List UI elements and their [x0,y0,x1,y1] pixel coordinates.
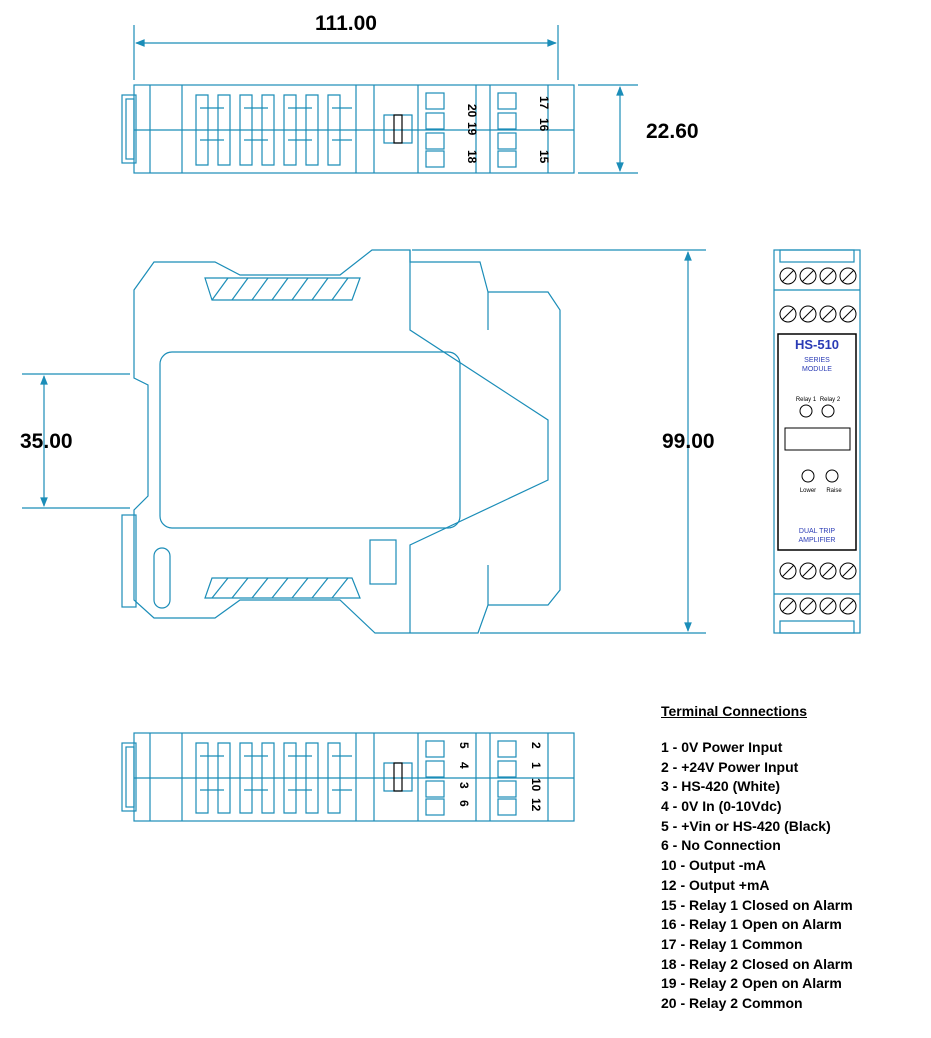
front-screw-row-bottom-2 [779,597,857,615]
terminal-label: 6 [457,800,471,807]
terminal-label: 4 [457,762,471,769]
dimension-depth: 22.60 [578,84,699,174]
terminal-connections-list: Terminal Connections 1 - 0V Power Input … [661,703,853,1014]
front-product-line2: AMPLIFIER [799,537,836,544]
side-view-hatch-top [204,277,361,301]
dimension-rail-label: 35.00 [20,430,73,453]
front-series-line2: MODULE [802,366,832,373]
terminal-label: 17 [537,96,551,110]
terminal-connection-item: 16 - Relay 1 Open on Alarm [661,916,842,933]
dimension-height: 99.00 [412,249,715,634]
dimension-width-label: 111.00 [315,12,377,35]
bottom-view-ribs [195,742,352,814]
front-raise-label: Raise [826,488,842,494]
terminal-connection-item: 2 - +24V Power Input [661,758,799,775]
terminal-label: 18 [465,150,479,164]
terminal-connection-item: 17 - Relay 1 Common [661,935,803,952]
lower-button [801,469,815,483]
raise-button [825,469,839,483]
front-screw-row-top-1 [779,267,857,285]
terminal-connection-item: 5 - +Vin or HS-420 (Black) [661,817,831,834]
terminal-label: 20 [465,104,479,118]
terminal-connection-item: 4 - 0V In (0-10Vdc) [661,798,782,815]
bottom-terminal-block-left [425,740,445,816]
terminal-label: 15 [537,150,551,164]
terminal-connection-item: 15 - Relay 1 Closed on Alarm [661,896,853,913]
terminal-label: 16 [537,118,551,132]
top-terminal-block-left [425,92,445,168]
front-screw-row-top-2 [779,305,857,323]
relay1-led [799,404,813,418]
terminal-label: 10 [529,778,543,792]
terminal-label: 19 [465,122,479,136]
bottom-view: 5 4 3 6 2 1 10 12 [121,732,575,822]
terminal-connections-title: Terminal Connections [661,703,807,719]
front-view: HS-510 SERIES MODULE Relay 1 Relay 2 Low… [773,249,861,634]
terminal-connection-item: 18 - Relay 2 Closed on Alarm [661,955,853,972]
relay2-led [821,404,835,418]
terminal-label: 3 [457,782,471,789]
front-relay1-label: Relay 1 [796,397,817,403]
top-terminal-block-right [497,92,517,168]
front-lower-label: Lower [800,488,816,494]
dimension-rail: 35.00 [20,373,130,509]
terminal-connection-item: 1 - 0V Power Input [661,739,783,755]
terminal-connection-item: 3 - HS-420 (White) [661,778,781,795]
front-product-line1: DUAL TRIP [799,528,836,535]
terminal-label: 5 [457,742,471,749]
front-model: HS-510 [795,337,839,352]
terminal-connection-item: 19 - Relay 2 Open on Alarm [661,975,842,992]
front-relay2-label: Relay 2 [820,397,841,403]
dimension-depth-label: 22.60 [646,120,699,143]
terminal-connection-item: 20 - Relay 2 Common [661,994,803,1011]
side-view [121,249,561,634]
terminal-connection-item: 12 - Output +mA [661,876,770,893]
front-screw-row-bottom-1 [779,562,857,580]
dimension-width: 111.00 [133,12,559,80]
terminal-label: 1 [529,762,543,769]
display-window [784,427,851,451]
terminal-connection-item: 6 - No Connection [661,837,781,854]
terminal-label: 12 [529,798,543,812]
terminal-connection-item: 10 - Output -mA [661,857,766,874]
bottom-terminal-block-right [497,740,517,816]
side-view-hatch-bottom [204,577,361,599]
top-view: 20 19 18 17 16 15 [121,84,575,174]
top-view-ribs [195,94,352,166]
dimension-height-label: 99.00 [662,430,715,453]
terminal-label: 2 [529,742,543,749]
front-series-line1: SERIES [804,357,830,364]
